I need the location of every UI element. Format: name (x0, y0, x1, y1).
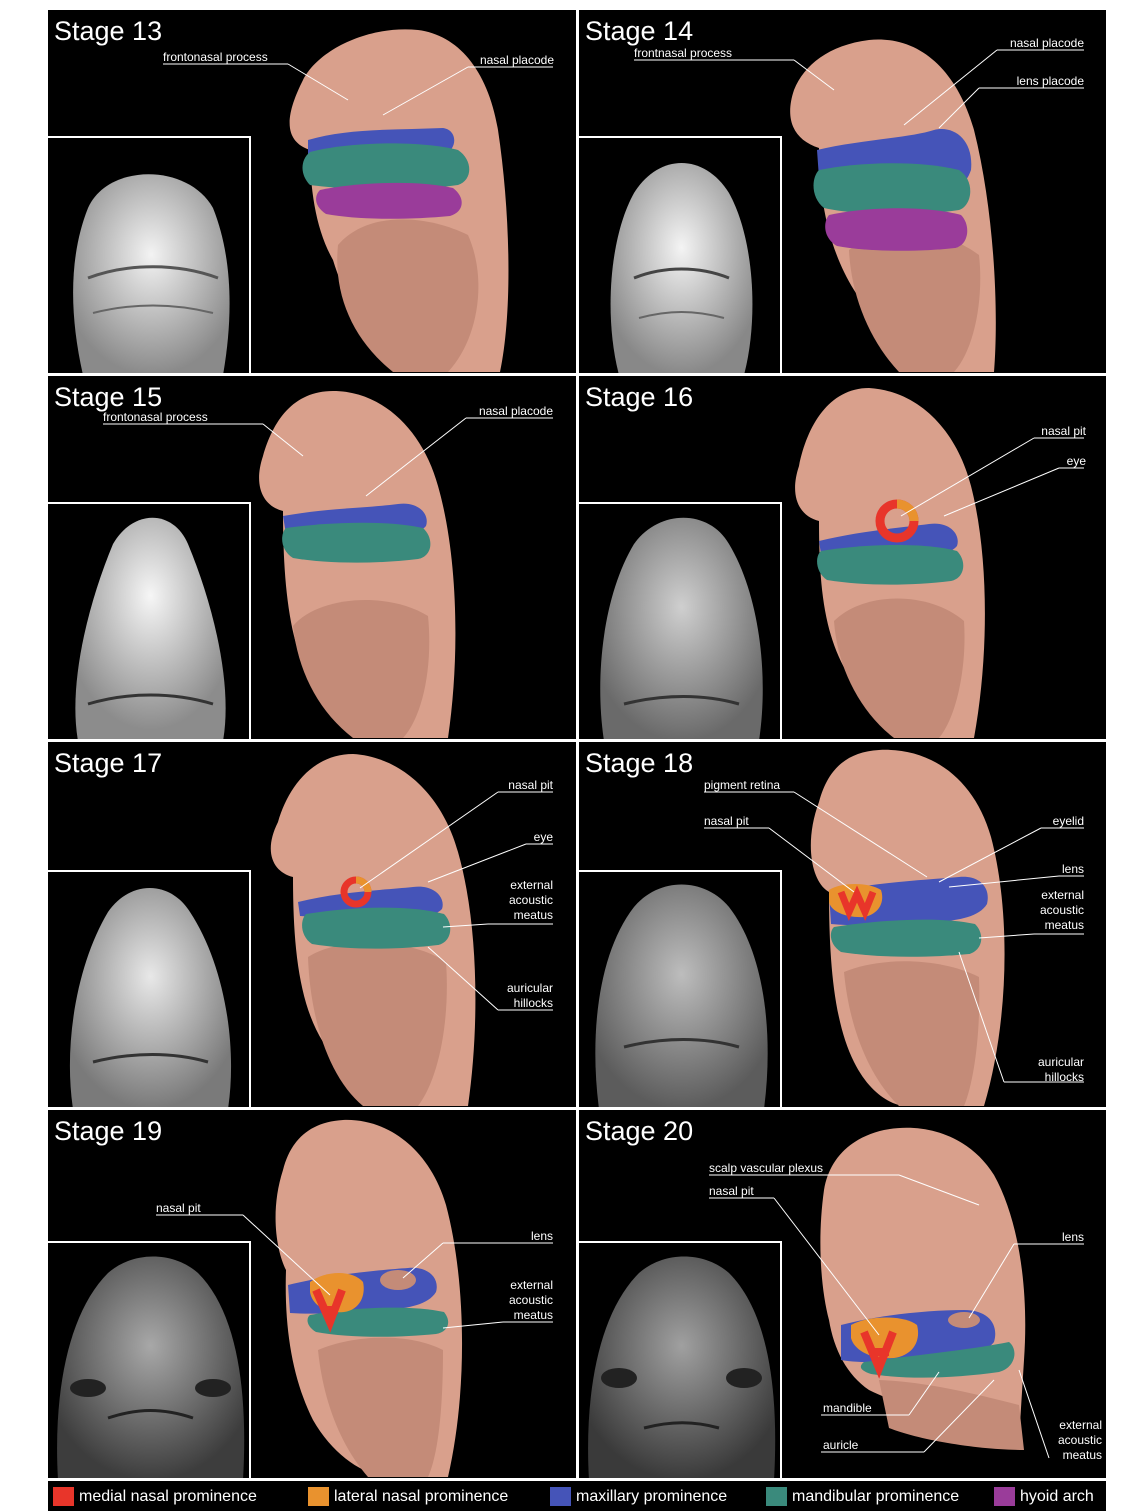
stage-13-photo (48, 136, 251, 373)
stage-17-label-external-acoustic-meatus: external acoustic meatus (478, 878, 553, 923)
neck-cut (293, 600, 429, 738)
stage-13-panel: Stage 13 frontonasal process nasal placo… (48, 10, 576, 373)
stage-19-label-lens: lens (488, 1229, 553, 1244)
stage-20-label-mandible: mandible (823, 1401, 872, 1416)
legend-label: lateral nasal prominence (334, 1488, 508, 1506)
stage-20-photo (579, 1241, 782, 1478)
stage-17-label-nasal-pit: nasal pit (488, 778, 553, 793)
stage-20-label-scalp-vascular-plexus: scalp vascular plexus (709, 1161, 823, 1176)
legend-swatch (550, 1487, 571, 1506)
stage-14-panel: Stage 14 frontnasal process nasal placod… (579, 10, 1106, 373)
mandibular-prominence (303, 143, 470, 189)
legend-swatch (994, 1487, 1015, 1506)
neck-cut (844, 961, 979, 1106)
mandibular-prominence (282, 523, 430, 563)
stage-16-label-nasal-pit: nasal pit (1019, 424, 1086, 439)
stage-19-panel: Stage 19 nasal pit lens external acousti… (48, 1110, 576, 1478)
legend-label: mandibular prominence (792, 1488, 959, 1506)
legend-label: maxillary prominence (576, 1488, 727, 1506)
stage-18-label-auricular-hillocks: auricular hillocks (1009, 1055, 1084, 1085)
stage-15-label-frontonasal: frontonasal process (103, 410, 208, 425)
stage-20-panel: Stage 20 scalp vascular plexus nasal pit… (579, 1110, 1106, 1478)
stage-18-photo (579, 870, 782, 1107)
stage-17-label-auricular-hillocks: auricular hillocks (478, 981, 553, 1011)
stage-16-label-eye: eye (1019, 454, 1086, 469)
stage-18-label-external-acoustic-meatus: external acoustic meatus (1009, 888, 1084, 933)
stage-14-label-nasal-placode: nasal placode (987, 36, 1084, 51)
mandibular-prominence (302, 908, 450, 949)
stage-17-panel: Stage 17 nasal pit eye external acoustic… (48, 742, 576, 1107)
stage-19-photo (48, 1241, 251, 1478)
neck-cut (337, 219, 478, 372)
stage-20-label-auricle: auricle (823, 1438, 858, 1453)
stage-19-label-nasal-pit: nasal pit (156, 1201, 201, 1216)
stage-16-panel: Stage 16 nasal pit eye (579, 376, 1106, 739)
stage-18-label-lens: lens (1019, 862, 1084, 877)
mandibular-prominence (831, 920, 981, 957)
stage-15-photo (48, 502, 251, 739)
stage-15-title: Stage 15 (54, 382, 162, 413)
neck-cut (318, 1338, 443, 1477)
stage-20-label-lens: lens (1019, 1230, 1084, 1245)
stage-15-panel: Stage 15 frontonasal process nasal placo… (48, 376, 576, 739)
stage-16-title: Stage 16 (585, 382, 693, 413)
legend-label: hyoid arch (1020, 1488, 1094, 1506)
mandibular-prominence (817, 545, 963, 585)
neck-cut (308, 943, 447, 1106)
stage-20-label-external-acoustic-meatus: external acoustic meatus (1024, 1418, 1102, 1463)
stage-14-photo (579, 136, 782, 373)
stage-15-label-nasal-placode: nasal placode (458, 404, 553, 419)
neck-cut (849, 232, 980, 372)
legend: medial nasal prominence lateral nasal pr… (48, 1481, 1106, 1511)
neck-cut (834, 599, 965, 739)
legend-swatch (53, 1487, 74, 1506)
hyoid-arch (316, 183, 462, 219)
legend-label: medial nasal prominence (79, 1488, 257, 1506)
stage-18-title: Stage 18 (585, 748, 693, 779)
stage-17-title: Stage 17 (54, 748, 162, 779)
stage-17-label-eye: eye (488, 830, 553, 845)
stage-20-label-nasal-pit: nasal pit (709, 1184, 754, 1199)
stage-17-photo (48, 870, 251, 1107)
stage-14-label-lens-placode: lens placode (987, 74, 1084, 89)
stage-19-title: Stage 19 (54, 1116, 162, 1147)
legend-swatch (766, 1487, 787, 1506)
hyoid-arch (825, 208, 967, 251)
stage-18-label-pigment-retina: pigment retina (704, 778, 780, 793)
stage-13-title: Stage 13 (54, 16, 162, 47)
legend-swatch (308, 1487, 329, 1506)
mandibular-prominence (814, 163, 971, 214)
stage-14-title: Stage 14 (585, 16, 693, 47)
stage-18-panel: Stage 18 pigment retina nasal pit eyelid… (579, 742, 1106, 1107)
stage-14-label-frontnasal: frontnasal process (634, 46, 732, 61)
stage-16-photo (579, 502, 782, 739)
stage-18-label-eyelid: eyelid (1019, 814, 1084, 829)
stage-18-label-nasal-pit: nasal pit (704, 814, 749, 829)
stage-13-label-frontonasal: frontonasal process (163, 50, 268, 65)
stage-13-label-nasal-placode: nasal placode (468, 53, 554, 68)
stage-19-label-external-acoustic-meatus: external acoustic meatus (478, 1278, 553, 1323)
stage-20-title: Stage 20 (585, 1116, 693, 1147)
